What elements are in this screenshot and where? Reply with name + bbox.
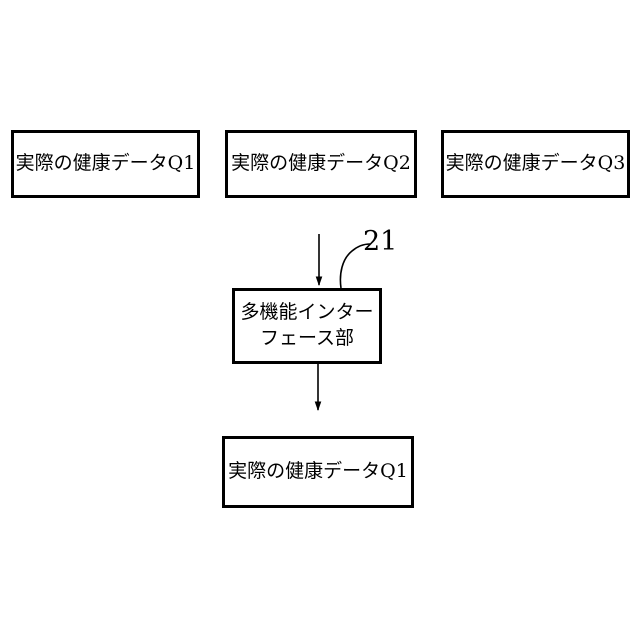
multifunction-interface-box: 多機能インター フェース部 [232,288,382,364]
actual-health-data-q1-label: 実際の健康データQ1 [16,151,196,177]
output-health-data-q1-box: 実際の健康データQ1 [222,436,414,508]
reference-numeral-21: 21 [363,228,397,255]
multifunction-interface-label-line1: 多機能インター [240,300,373,326]
actual-health-data-q3-label: 実際の健康データQ3 [446,151,626,177]
multifunction-interface-label-line2: フェース部 [260,326,354,352]
actual-health-data-q3-box: 実際の健康データQ3 [441,130,630,198]
actual-health-data-q2-label: 実際の健康データQ2 [231,151,411,177]
output-health-data-q1-label: 実際の健康データQ1 [228,459,408,485]
actual-health-data-q1-box: 実際の健康データQ1 [11,130,200,198]
actual-health-data-q2-box: 実際の健康データQ2 [225,130,417,198]
